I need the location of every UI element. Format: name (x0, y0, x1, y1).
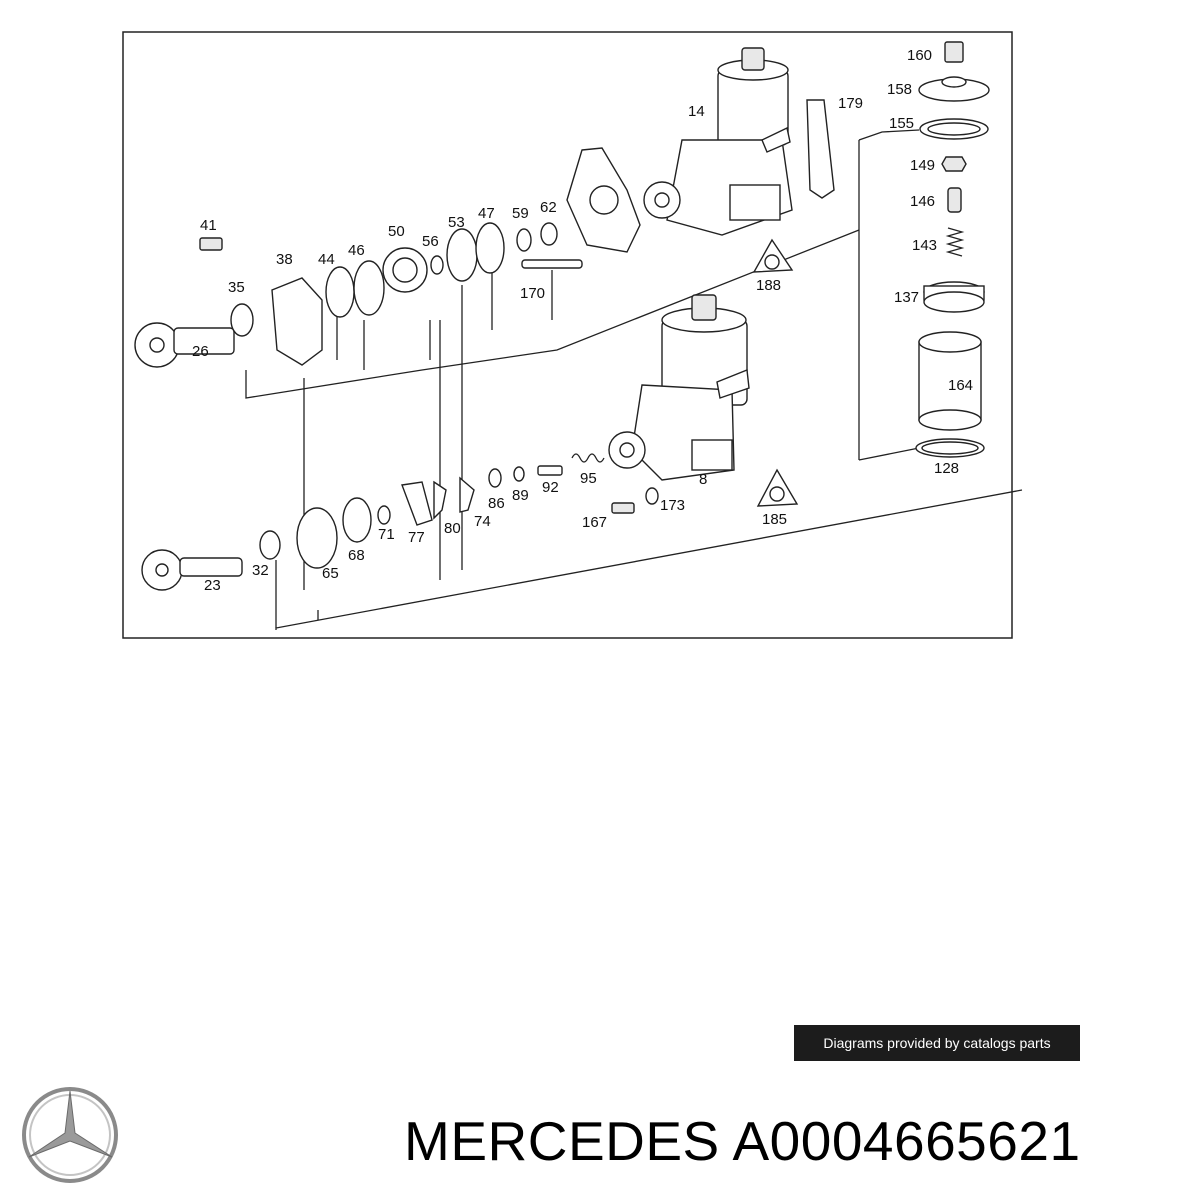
label-14: 14 (688, 103, 705, 120)
label-95: 95 (580, 470, 597, 487)
label-128: 128 (934, 460, 959, 477)
part-number-caption: MERCEDES A0004665621 (404, 1110, 1081, 1172)
lower-pump-assembly (608, 294, 750, 481)
label-23: 23 (204, 577, 221, 594)
part-labels: 160 158 155 149 146 143 137 164 128 179 … (192, 47, 973, 594)
label-164: 164 (948, 377, 973, 394)
label-143: 143 (912, 237, 937, 254)
label-59: 59 (512, 205, 529, 222)
label-65: 65 (322, 565, 339, 582)
label-26: 26 (192, 343, 209, 360)
label-32: 32 (252, 562, 269, 579)
label-149: 149 (910, 157, 935, 174)
label-35: 35 (228, 279, 245, 296)
diagram-credit-banner: Diagrams provided by catalogs parts (794, 1025, 1080, 1061)
label-137: 137 (894, 289, 919, 306)
label-89: 89 (512, 487, 529, 504)
label-44: 44 (318, 251, 335, 268)
triangle-fittings (752, 238, 799, 507)
label-68: 68 (348, 547, 365, 564)
label-50: 50 (388, 223, 405, 240)
parts-diagram: 160 158 155 149 146 143 137 164 128 179 … (122, 30, 1080, 1060)
label-62: 62 (540, 199, 557, 216)
label-188: 188 (756, 277, 781, 294)
label-46: 46 (348, 242, 365, 259)
gasket-plate (566, 99, 835, 253)
label-56: 56 (422, 233, 439, 250)
upper-shaft-parts (134, 222, 583, 368)
label-80: 80 (444, 520, 461, 537)
label-53: 53 (448, 214, 465, 231)
label-8: 8 (699, 471, 707, 488)
label-155: 155 (889, 115, 914, 132)
label-160: 160 (907, 47, 932, 64)
lower-shaft-parts (141, 453, 659, 591)
exploded-view-drawing: 160 158 155 149 146 143 137 164 128 179 … (122, 31, 1023, 639)
label-71: 71 (378, 526, 395, 543)
label-38: 38 (276, 251, 293, 268)
label-74: 74 (474, 513, 491, 530)
label-185: 185 (762, 511, 787, 528)
reservoir-parts (915, 41, 990, 458)
label-179: 179 (838, 95, 863, 112)
label-146: 146 (910, 193, 935, 210)
label-167: 167 (582, 514, 607, 531)
label-47: 47 (478, 205, 495, 222)
label-158: 158 (887, 81, 912, 98)
upper-pump-assembly (643, 47, 793, 236)
mercedes-star-logo-icon (22, 1087, 118, 1183)
diagram-frame (122, 31, 1013, 639)
label-170: 170 (520, 285, 545, 302)
label-77: 77 (408, 529, 425, 546)
label-92: 92 (542, 479, 559, 496)
label-173: 173 (660, 497, 685, 514)
label-41: 41 (200, 217, 217, 234)
label-86: 86 (488, 495, 505, 512)
